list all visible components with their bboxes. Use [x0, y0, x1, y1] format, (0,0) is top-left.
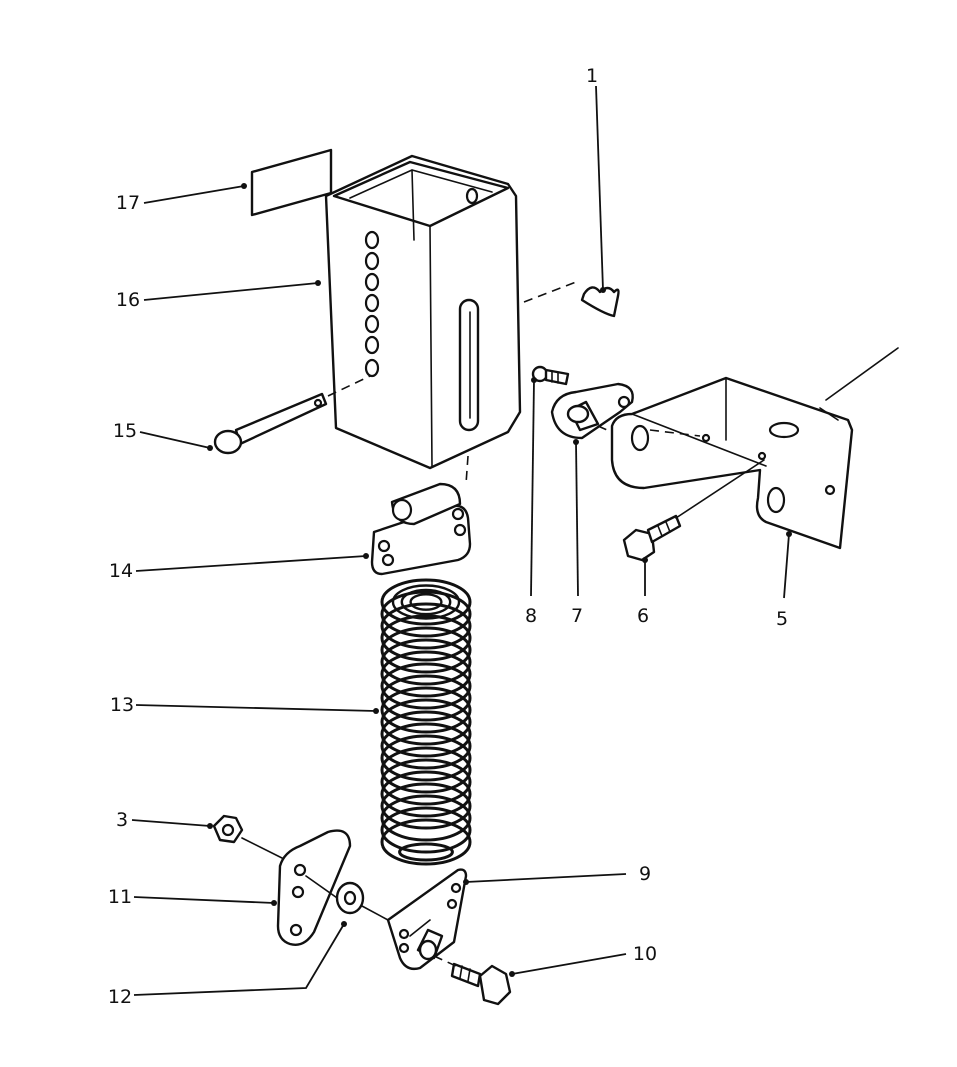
- spring-coil: [380, 650, 472, 698]
- callout-7: 7: [571, 605, 583, 627]
- part-11-plate: [276, 829, 352, 946]
- spring-coil: [380, 674, 472, 722]
- spring-coil: [380, 722, 472, 770]
- spring-coil: [380, 686, 472, 734]
- spring-coil: [380, 614, 472, 662]
- part-10-bolt: [433, 955, 512, 1006]
- callout-16: 16: [116, 289, 140, 311]
- spring-coil: [380, 758, 472, 806]
- spring-coil: [380, 818, 472, 866]
- part-3-nut: [212, 814, 291, 863]
- spring-inner-coil: [409, 593, 443, 611]
- part-6-bolt: [622, 459, 765, 562]
- callout-6: 6: [637, 605, 649, 627]
- spring-coil: [380, 638, 472, 686]
- tube-hole-row: [364, 230, 380, 378]
- callout-15: 15: [113, 420, 137, 442]
- callout-9: 9: [639, 863, 651, 885]
- spring-end-coil: [398, 842, 454, 862]
- spring-coil: [380, 746, 472, 794]
- spring-coil: [380, 698, 472, 746]
- spring-coil: [380, 602, 472, 650]
- spring-inner-coil: [391, 584, 461, 620]
- callout-17: 17: [116, 192, 140, 214]
- spring-coil: [380, 734, 472, 782]
- part-17-decal: [250, 148, 333, 217]
- part-13-spring: [380, 578, 472, 866]
- spring-coil: [380, 590, 472, 638]
- part-8-screw: [531, 365, 570, 386]
- part-14-bracket: [370, 455, 472, 576]
- callout-13: 13: [110, 694, 134, 716]
- callout-8: 8: [525, 605, 537, 627]
- callout-5: 5: [776, 608, 788, 630]
- callout-3: 3: [116, 809, 128, 831]
- callout-11: 11: [108, 886, 132, 908]
- spring-coil: [380, 662, 472, 710]
- spring-coil: [380, 770, 472, 818]
- part-12-washer: [335, 881, 389, 921]
- spring-coil: [380, 626, 472, 674]
- callout-10: 10: [633, 943, 657, 965]
- part-9-bracket: [386, 868, 468, 971]
- leader-lines: [131, 85, 792, 996]
- spring-coil: [380, 710, 472, 758]
- part-5-bracket: [610, 347, 899, 550]
- callout-12: 12: [108, 986, 132, 1008]
- spring-inner-coil: [400, 588, 452, 616]
- spring-coil: [380, 794, 472, 842]
- callout-labels: 1 3 5 6 7 8 9 10 11 12 13 14 15 16 17: [108, 65, 788, 1008]
- spring-coil: [380, 782, 472, 830]
- callout-14: 14: [109, 560, 133, 582]
- part-15-pin: [213, 375, 371, 455]
- part-1-clip: [523, 281, 620, 318]
- part-7-plate: [550, 382, 634, 441]
- part-16-tube: [324, 154, 522, 470]
- spring-coil: [380, 806, 472, 854]
- callout-1: 1: [586, 65, 598, 87]
